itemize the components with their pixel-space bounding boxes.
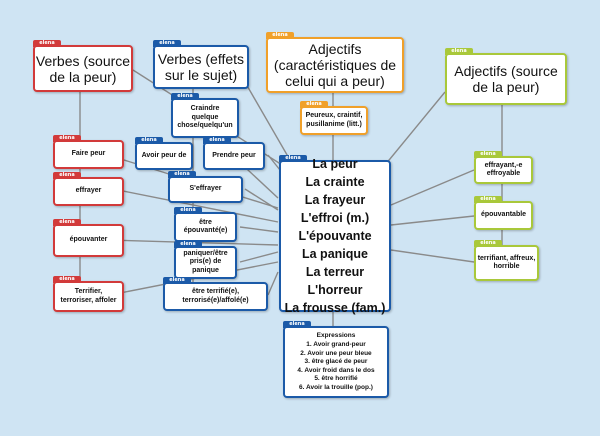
terrifiant-node[interactable]: elena terrifiant, affreux, horrible	[474, 240, 539, 281]
node-tag: elena	[474, 240, 502, 247]
node-label: effrayer	[75, 187, 102, 195]
node-tag: elena	[445, 48, 473, 55]
etre-terrifie-node[interactable]: elena être terrifié(e), terrorisé(e)/aff…	[163, 277, 268, 311]
node-tag: elena	[53, 219, 81, 226]
node-label: Adjectifs (source de la peur)	[454, 63, 558, 95]
connector-line	[107, 187, 279, 223]
verbes-source-node[interactable]: elena Verbes (source de la peur)	[33, 40, 133, 92]
node-tag: elena	[174, 241, 202, 248]
avoir-peur-de-node[interactable]: elena Avoir peur de	[135, 137, 193, 170]
connector-line	[267, 271, 279, 296]
connector-line	[384, 91, 446, 166]
expression-item: 5. être horrifié	[314, 375, 358, 383]
expression-item: 2. Avoir une peur bleue	[300, 349, 372, 357]
s-effrayer-node[interactable]: elena S'effrayer	[168, 171, 243, 203]
expressions-list: Expressions 1. Avoir grand-peur 2. Avoir…	[297, 332, 374, 393]
node-label: épouvanter	[69, 236, 108, 244]
node-label: Verbes (source de la peur)	[35, 52, 131, 85]
central-word: La panique	[302, 247, 368, 261]
panique-node[interactable]: elena paniquer/être pris(e) de panique	[174, 241, 237, 279]
expressions-title: Expressions	[316, 331, 356, 339]
node-label: paniquer/être pris(e) de panique	[183, 249, 228, 274]
node-tag: elena	[283, 321, 311, 328]
etre-epouvante-node[interactable]: elena être épouvanté(e)	[174, 207, 237, 242]
node-tag: elena	[153, 40, 181, 47]
effrayant-node[interactable]: elena effrayant,-e effroyable	[474, 151, 533, 184]
node-label: Avoir peur de	[141, 151, 187, 159]
node-label: Craindre quelque chose/quelqu'un	[177, 105, 233, 130]
craindre-node[interactable]: elena Craindre quelque chose/quelqu'un	[171, 93, 239, 138]
epouvanter-node[interactable]: elena épouvanter	[53, 219, 124, 257]
connector-line	[390, 169, 475, 206]
central-word: La crainte	[305, 175, 365, 189]
node-tag: elena	[174, 207, 202, 214]
node-label: Prendre peur	[212, 151, 256, 159]
central-word: L'horreur	[307, 283, 363, 297]
connector-line	[390, 249, 475, 263]
adjectifs-caracteristiques-node[interactable]: elena Adjectifs (caractéristiques de cel…	[266, 32, 404, 93]
node-label: Peureux, craintif, pusillanime (litt.)	[305, 112, 363, 128]
node-tag: elena	[33, 40, 61, 47]
node-label: Adjectifs (caractéristiques de celui qui…	[273, 41, 397, 89]
connector-line	[267, 154, 281, 171]
node-tag: elena	[135, 137, 163, 144]
central-word: L'effroi (m.)	[300, 211, 370, 225]
prendre-peur-node[interactable]: elena Prendre peur	[203, 137, 265, 170]
node-tag: elena	[53, 172, 81, 179]
expression-item: 1. Avoir grand-peur	[306, 341, 366, 349]
connector-line	[390, 215, 475, 226]
effrayer-node[interactable]: elena effrayer	[53, 172, 124, 206]
central-word: La frayeur	[304, 193, 366, 207]
node-label: effrayant,-e effroyable	[484, 161, 523, 178]
connector-line	[239, 226, 279, 233]
expression-item: 3. être glacé de peur	[304, 358, 368, 366]
node-tag: elena	[474, 151, 502, 158]
node-tag: elena	[474, 196, 502, 203]
node-label: S'effrayer	[189, 185, 222, 193]
node-label: terrifiant, affreux, horrible	[477, 254, 536, 271]
connector-line	[244, 188, 279, 211]
node-tag: elena	[163, 277, 191, 284]
central-word: L'épouvante	[298, 229, 372, 243]
node-tag: elena	[266, 32, 294, 39]
node-label: épouvantable	[480, 211, 527, 219]
node-tag: elena	[279, 155, 307, 162]
faire-peur-node[interactable]: elena Faire peur	[53, 135, 124, 169]
expression-item: 6. Avoir la trouille (pop.)	[299, 383, 373, 391]
node-label: être épouvanté(e)	[183, 218, 228, 235]
node-tag: elena	[300, 101, 328, 108]
central-node[interactable]: elena La peur La crainte La frayeur L'ef…	[279, 155, 391, 315]
node-label: Verbes (effets sur le sujet)	[157, 51, 245, 83]
node-tag: elena	[171, 93, 199, 100]
central-word-list: La peur La crainte La frayeur L'effroi (…	[285, 155, 386, 317]
node-label: Terrifier, terroriser, affoler	[60, 288, 117, 304]
node-label: Faire peur	[71, 150, 106, 158]
expression-item: 4. Avoir froid dans le dos	[297, 366, 375, 374]
terrifier-node[interactable]: elena Terrifier, terroriser, affoler	[53, 276, 124, 312]
verbes-effets-node[interactable]: elena Verbes (effets sur le sujet)	[153, 40, 249, 89]
central-word: La terreur	[305, 265, 365, 279]
node-tag: elena	[168, 171, 196, 178]
node-label: être terrifié(e), terrorisé(e)/affolé(e)	[182, 288, 249, 304]
central-word: La frousse (fam.)	[284, 301, 386, 315]
central-word: La peur	[312, 157, 358, 171]
peureux-node[interactable]: elena Peureux, craintif, pusillanime (li…	[300, 101, 368, 135]
connector-line	[239, 251, 279, 263]
node-tag: elena	[53, 135, 81, 142]
node-tag: elena	[203, 137, 231, 144]
expressions-node[interactable]: elena Expressions 1. Avoir grand-peur 2.…	[283, 321, 389, 398]
epouvantable-node[interactable]: elena épouvantable	[474, 196, 533, 230]
adjectifs-source-node[interactable]: elena Adjectifs (source de la peur)	[445, 48, 567, 105]
node-tag: elena	[53, 276, 81, 283]
